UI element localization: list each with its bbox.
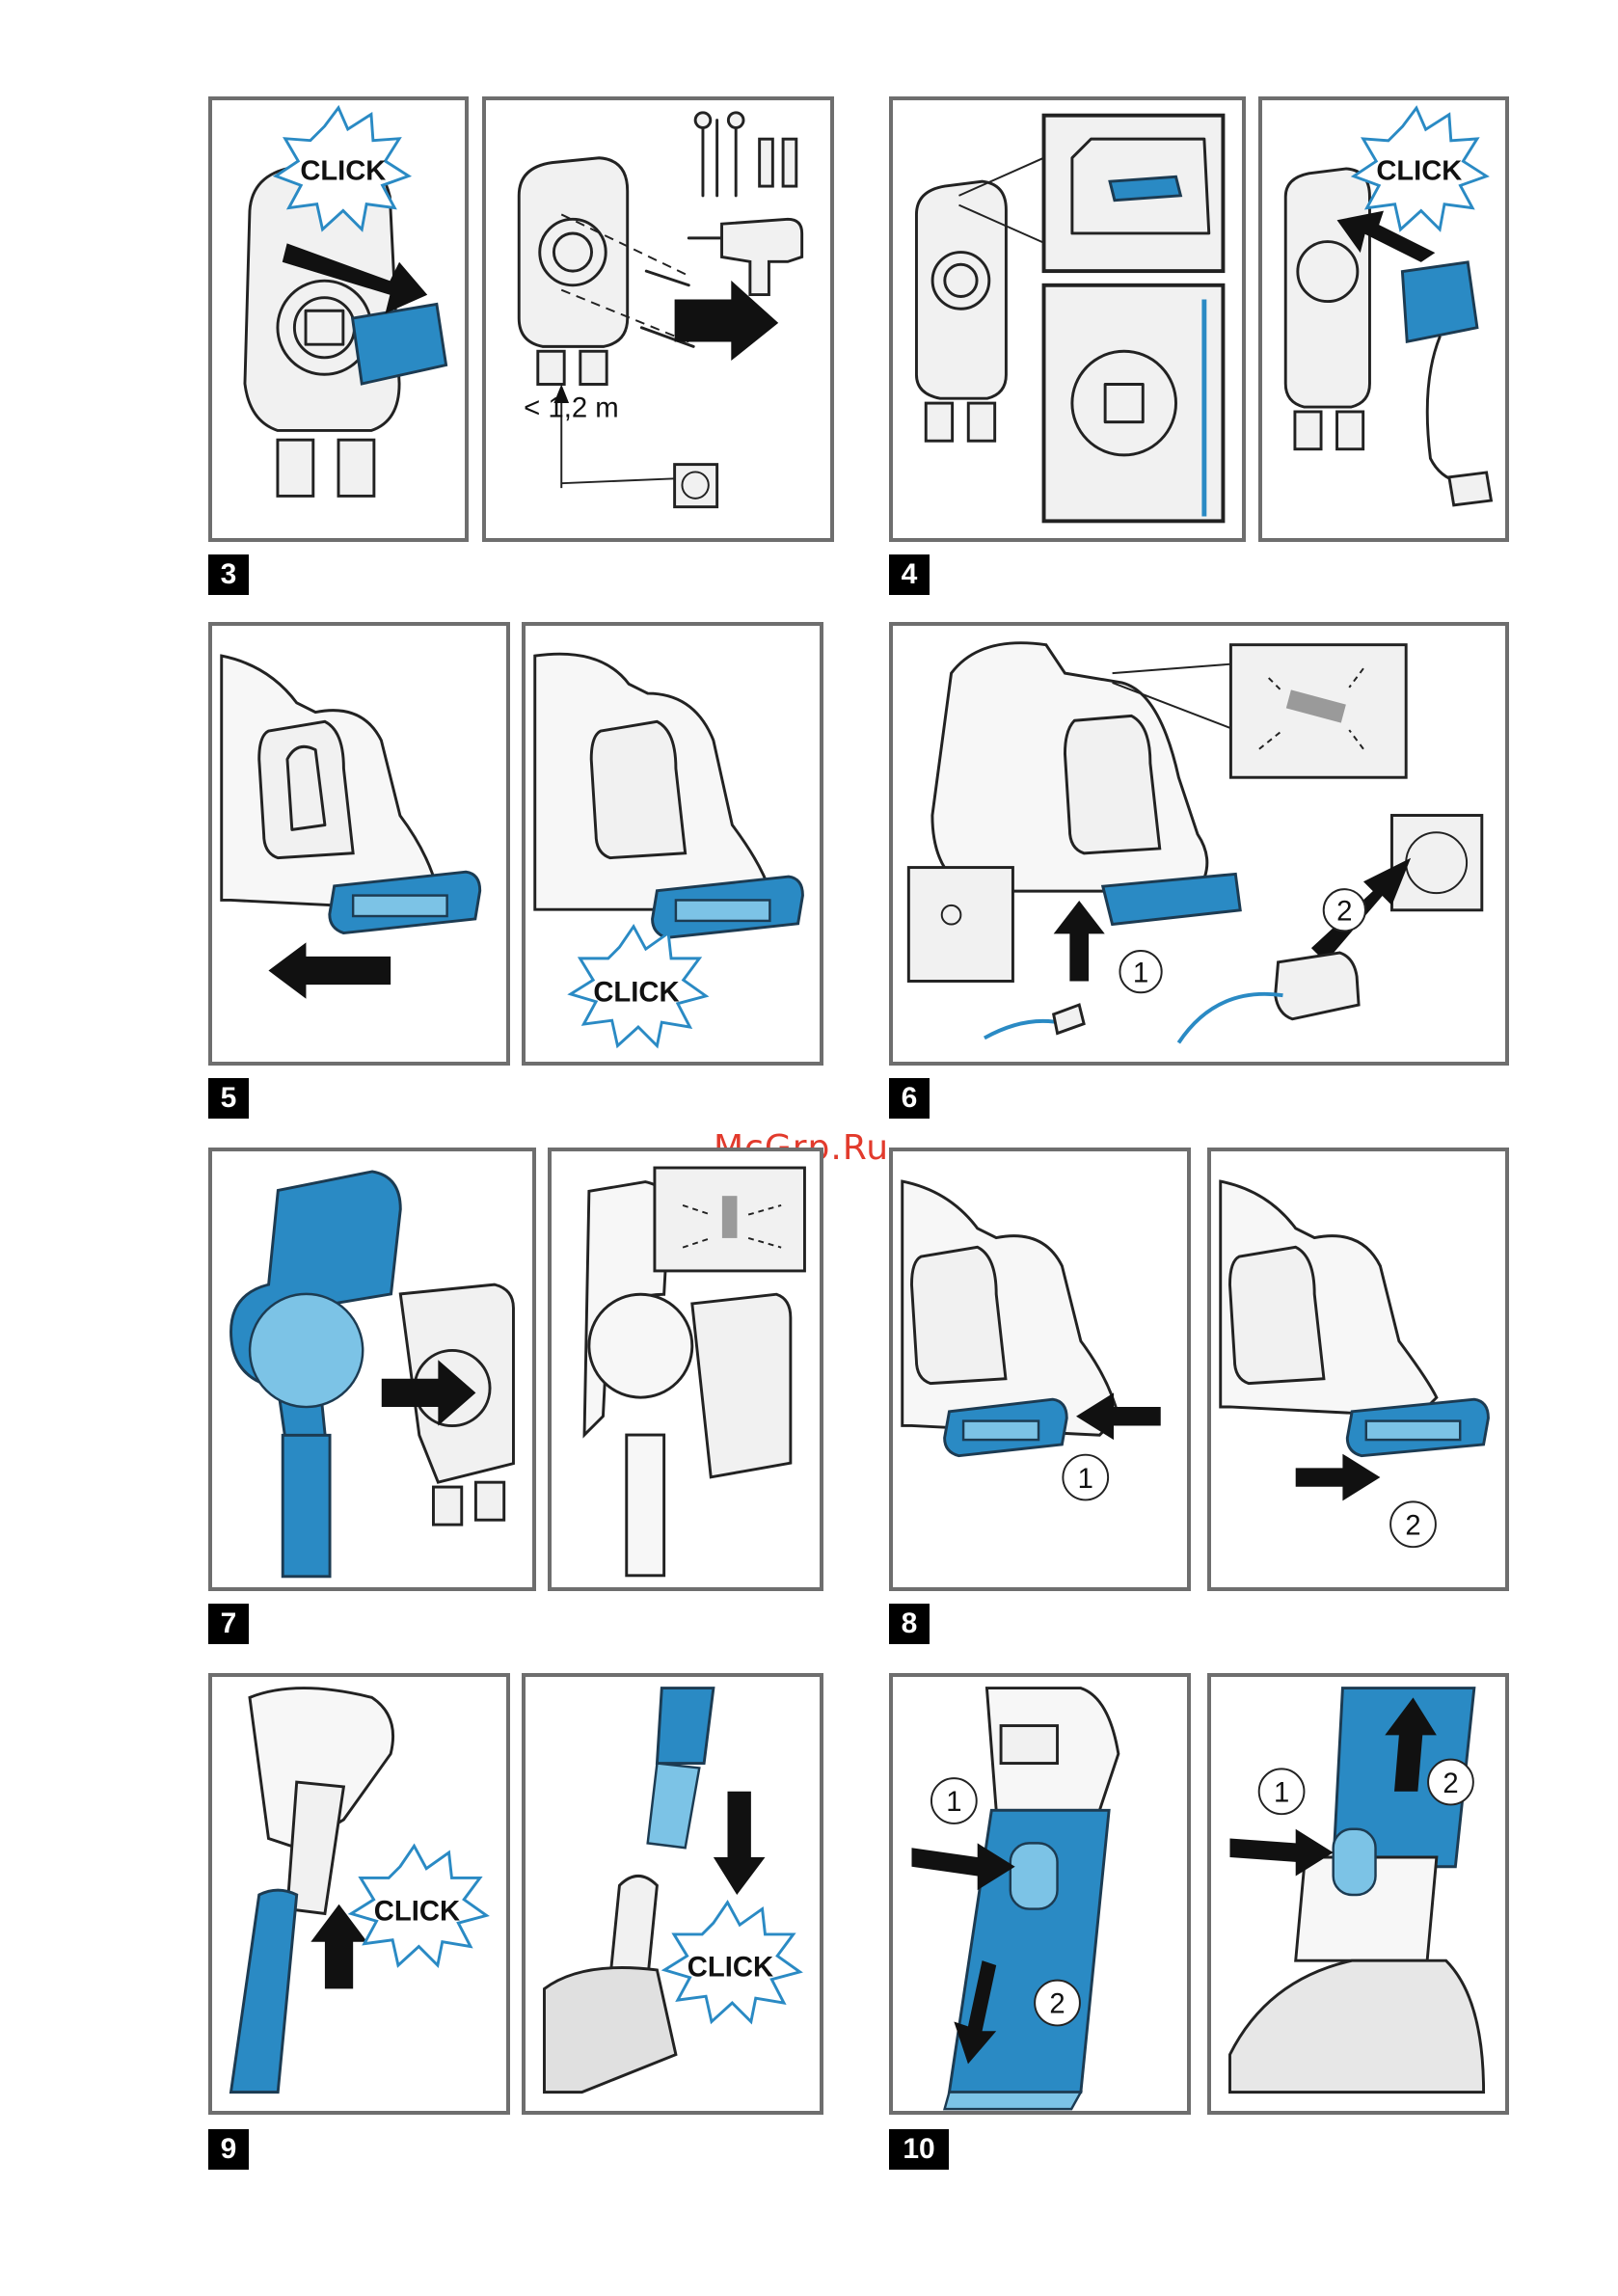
click-text: CLICK <box>688 1953 773 1984</box>
panel-9a: CLICK <box>208 1673 510 2115</box>
tube-attach-click-illustration: CLICK <box>212 1677 506 2111</box>
step-number-7: 7 <box>208 1604 249 1644</box>
step-number-10: 10 <box>889 2129 949 2170</box>
step-1-marker: 1 <box>1274 1778 1289 1809</box>
step-1-marker: 1 <box>946 1787 961 1818</box>
step-2-marker: 2 <box>1336 896 1352 928</box>
step-number-8: 8 <box>889 1604 930 1644</box>
panel-3b: < 1,2 m <box>482 96 834 542</box>
panel-4a <box>889 96 1246 542</box>
distance-label: < 1,2 m <box>524 392 619 424</box>
panel-5b: CLICK <box>522 622 823 1066</box>
click-text: CLICK <box>300 155 386 186</box>
panel-3a: CLICK <box>208 96 469 542</box>
step-2-marker: 2 <box>1049 1989 1065 2020</box>
battery-remove-illustration: 2 <box>1211 1151 1505 1587</box>
drill-icon <box>688 219 801 294</box>
panel-6: 1 2 <box>889 622 1509 1066</box>
click-text: CLICK <box>593 978 679 1009</box>
battery-release-illustration: 1 <box>893 1151 1187 1587</box>
panel-8a: 1 <box>889 1148 1191 1591</box>
step-1-marker: 1 <box>1133 957 1148 988</box>
wall-mount-drilling-illustration: < 1,2 m <box>486 100 830 538</box>
step-1-marker: 1 <box>1078 1464 1093 1495</box>
panel-4b: CLICK <box>1258 96 1509 542</box>
panel-9b: CLICK <box>522 1673 823 2115</box>
step-number-5: 5 <box>208 1078 249 1119</box>
step-number-6: 6 <box>889 1078 930 1119</box>
step-2-marker: 2 <box>1405 1511 1420 1542</box>
step-number-4: 4 <box>889 554 930 595</box>
panel-10a: 1 2 <box>889 1673 1191 2115</box>
tube-remove-illustration: 1 2 <box>1211 1677 1505 2111</box>
step-number-9: 9 <box>208 2129 249 2170</box>
step-2-marker: 2 <box>1443 1769 1458 1799</box>
panel-5a <box>208 622 510 1066</box>
battery-click-illustration: CLICK <box>526 626 820 1062</box>
step-number-3: 3 <box>208 554 249 595</box>
charging-illustration: 1 2 <box>893 626 1505 1062</box>
panel-7b <box>548 1148 823 1591</box>
click-text: CLICK <box>374 1896 460 1927</box>
charging-indicator-illustration <box>552 1151 820 1587</box>
panel-7a <box>208 1148 536 1591</box>
battery-insert-illustration <box>212 626 506 1062</box>
panel-8b: 2 <box>1207 1148 1509 1591</box>
cable-routing-illustration <box>893 100 1242 538</box>
wall-socket-icon <box>675 465 717 507</box>
wall-holder-click-illustration: CLICK <box>212 100 465 538</box>
charger-connect-click-illustration: CLICK <box>1262 100 1505 538</box>
panel-10b: 1 2 <box>1207 1673 1509 2115</box>
floor-nozzle-click-illustration: CLICK <box>526 1677 820 2111</box>
tube-release-illustration: 1 2 <box>893 1677 1187 2111</box>
vacuum-docking-illustration <box>212 1151 532 1587</box>
click-text: CLICK <box>1376 156 1462 187</box>
screws-and-plugs-icon <box>695 113 796 196</box>
